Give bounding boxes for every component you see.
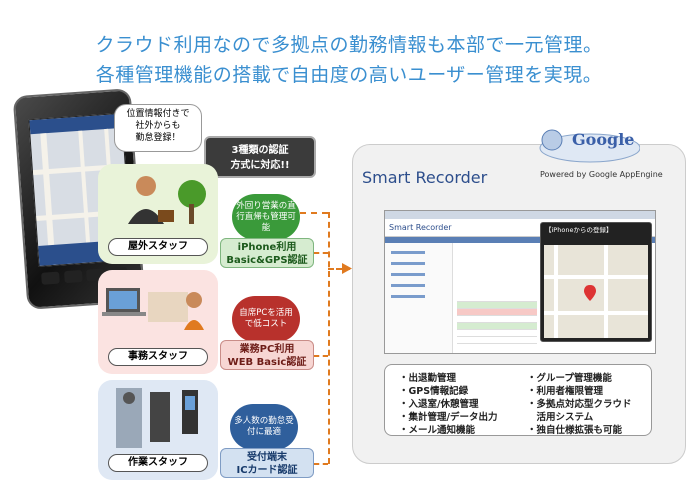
work-auth-method: 受付端末 ICカード認証: [220, 448, 314, 478]
headline-line-1: クラウド利用なので多拠点の勤務情報も本部で一元管理。: [95, 34, 603, 56]
feature-list: ・出退勤管理 ・GPS情報記録 ・入退室/休憩管理 ・集計管理/データ出力 ・メ…: [384, 364, 652, 436]
outdoor-auth-method: iPhone利用 Basic&GPS認証: [220, 238, 314, 268]
office-desk-illustration: [102, 288, 204, 330]
work-staff-label: 作業スタッフ: [108, 454, 208, 472]
connector-line: [314, 355, 328, 357]
connector-line: [314, 463, 328, 465]
smart-recorder-logo: Smart Recorder: [362, 168, 488, 187]
app-screenshot-title: Smart Recorder: [385, 219, 655, 237]
location-callout: 位置情報付きで 社外からも 勤怠登録！: [114, 104, 202, 152]
app-table: [457, 295, 537, 344]
headline-line-2: 各種管理機能の搭載で自由度の高いユーザー管理を実現。: [95, 64, 603, 86]
office-staff-panel: 事務スタッフ: [98, 270, 218, 374]
office-staff-label: 事務スタッフ: [108, 348, 208, 366]
office-auth-method: 業務PC利用 WEB Basic認証: [220, 340, 314, 370]
work-benefit-badge: 多人数の勤怠受付に最適: [230, 404, 298, 450]
google-logo: Google: [572, 130, 635, 149]
app-sidebar: [385, 243, 453, 353]
outdoor-staff-panel: 屋外スタッフ: [98, 164, 218, 264]
cloud-icon: [539, 129, 640, 163]
connector-line: [314, 252, 328, 254]
powered-by-text: Powered by Google AppEngine: [540, 170, 663, 179]
connector-line: [300, 212, 328, 214]
feature-column-right: ・グループ管理機能 ・利用者権限管理 ・多拠点対応型クラウド 活用システム ・独…: [527, 373, 632, 436]
feature-column-left: ・出退勤管理 ・GPS情報記録 ・入退室/休憩管理 ・集計管理/データ出力 ・メ…: [399, 373, 498, 436]
auth-methods-box: 3種類の認証 方式に対応!!: [204, 136, 316, 178]
gps-map-window: 【iPhoneからの登録】: [540, 222, 652, 342]
arrow-right-icon: [342, 263, 352, 274]
outdoor-staff-label: 屋外スタッフ: [108, 238, 208, 256]
office-benefit-badge: 自席PCを活用で低コスト: [232, 296, 300, 342]
connector-line: [328, 268, 350, 270]
outdoor-benefit-badge: 外回り営業の直行直帰も管理可能: [232, 194, 300, 240]
map-pin-icon: [584, 285, 596, 301]
ic-card-reader-illustration: [116, 388, 198, 448]
connector-line: [328, 212, 330, 464]
work-staff-panel: 作業スタッフ: [98, 380, 218, 480]
businessman-illustration: [128, 176, 206, 224]
